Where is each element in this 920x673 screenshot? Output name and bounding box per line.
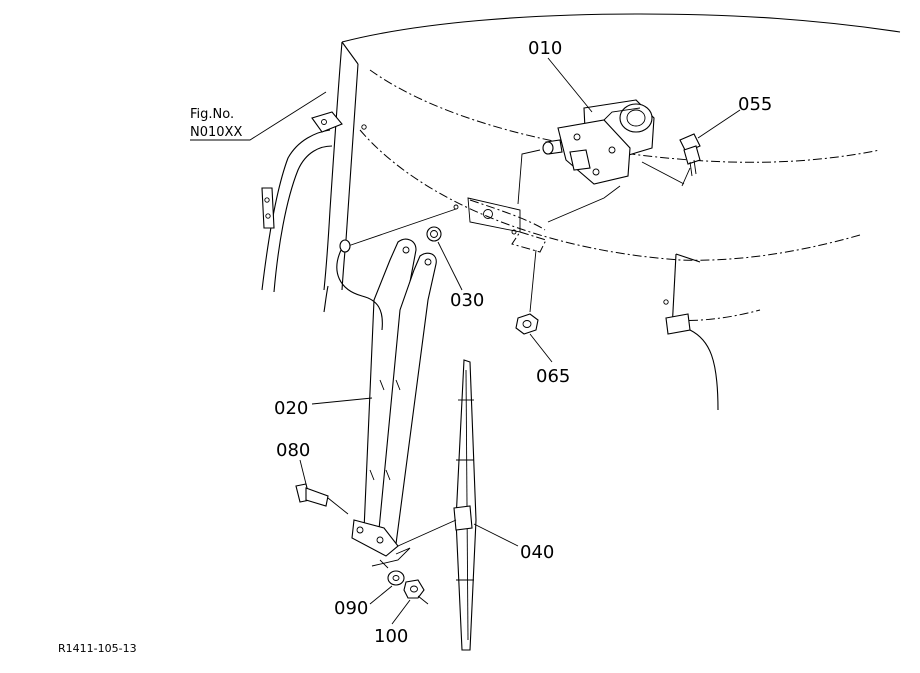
wiper-blade (453, 359, 477, 651)
callout-020: 020 (274, 398, 308, 419)
leader-lines (190, 57, 741, 625)
callout-040: 040 (520, 542, 554, 563)
callout-090: 090 (334, 598, 368, 619)
washer-090 (387, 570, 405, 586)
grommet-030 (426, 226, 442, 242)
wiper-motor (542, 99, 655, 185)
cab-outline (261, 13, 901, 411)
fig-label: Fig.No. (190, 107, 234, 122)
wiper-arm (336, 238, 437, 557)
callout-010: 010 (528, 38, 562, 59)
callout-065: 065 (536, 366, 570, 387)
callout-055: 055 (738, 94, 772, 115)
reference-code: R1411-105-13 (58, 642, 137, 655)
bolt-055 (679, 133, 701, 187)
fig-number: N010XX (190, 125, 242, 140)
callout-080: 080 (276, 440, 310, 461)
callout-100: 100 (374, 626, 408, 647)
nut-065 (515, 313, 539, 335)
nut-100 (403, 579, 425, 599)
callout-030: 030 (450, 290, 484, 311)
bolt-080 (295, 483, 349, 515)
